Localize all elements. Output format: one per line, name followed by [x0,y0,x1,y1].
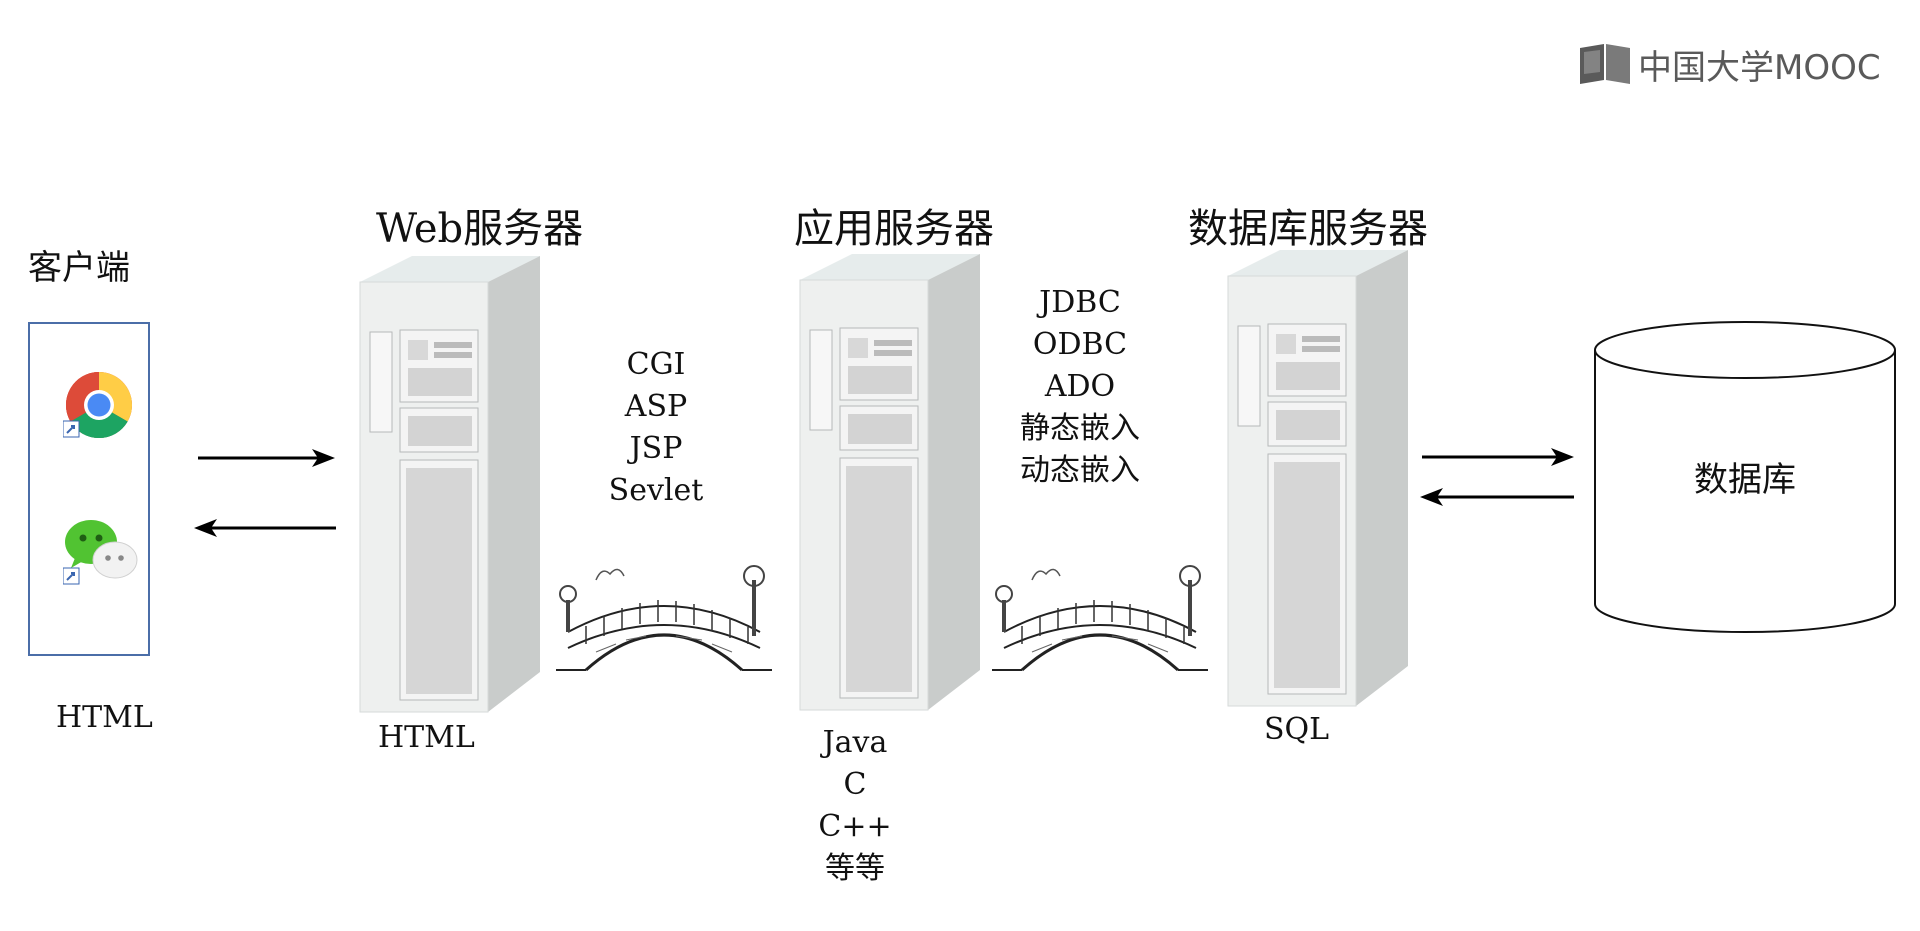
client-box [28,322,150,656]
app-server-language-list: Java C C++ 等等 [800,722,910,890]
language-label: C++ [818,809,892,844]
app-db-interface-list: JDBC ODBC ADO 静态嵌入 动态嵌入 [1000,282,1160,492]
interface-label: 动态嵌入 [1020,453,1140,488]
interface-label: CGI [626,347,686,382]
interface-label: JSP [629,431,683,466]
db-server-title: 数据库服务器 [1188,206,1428,252]
bridge-web-app-icon [556,565,772,672]
interface-label: ADO [1044,369,1116,404]
db-server-sql-label: SQL [1264,712,1330,747]
database-label: 数据库 [1694,460,1796,500]
web-server-icon [359,256,540,713]
bridge-app-db-icon [992,565,1208,672]
mooc-logo: 中国大学MOOC [1578,42,1881,88]
interface-label: JDBC [1039,285,1121,320]
interface-label: ODBC [1032,327,1128,362]
language-label: C [843,767,867,802]
web-server-title: Web服务器 [376,206,584,252]
database-cylinder-icon [1594,321,1896,633]
client-html-label: HTML [56,700,153,735]
interface-label: Sevlet [608,473,704,508]
app-server-title: 应用服务器 [794,206,994,252]
client-title: 客户端 [28,248,130,288]
language-label: 等等 [825,851,885,886]
interface-label: ASP [624,389,688,424]
web-app-interface-list: CGI ASP JSP Sevlet [590,344,722,512]
chrome-icon [63,372,133,439]
language-label: Java [822,725,888,760]
web-server-html-label: HTML [378,720,475,755]
wechat-icon [63,520,138,585]
book-logo-icon [1580,44,1630,84]
logo-text: 中国大学MOOC [1638,47,1881,88]
server-database-arrows [1420,448,1574,506]
interface-label: 静态嵌入 [1020,411,1140,446]
app-server-icon [799,254,980,711]
db-server-icon [1227,250,1408,707]
client-web-arrows [194,449,336,537]
